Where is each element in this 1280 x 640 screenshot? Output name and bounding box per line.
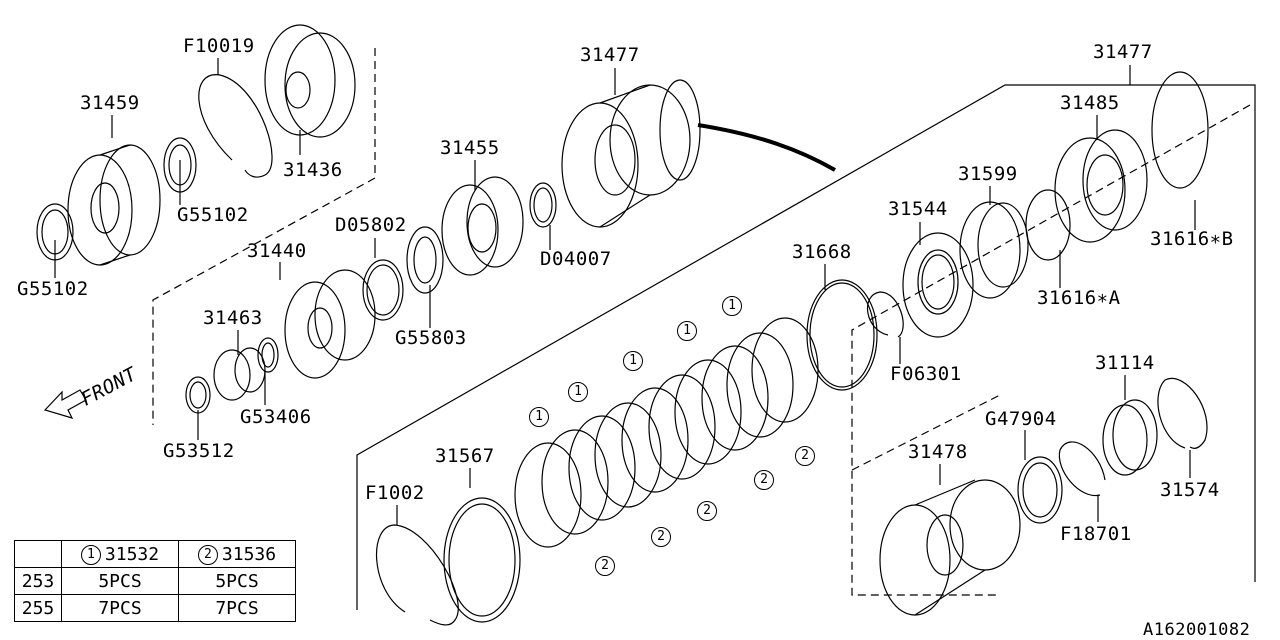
part-31544 bbox=[902, 232, 974, 338]
part-g53512 bbox=[185, 376, 211, 414]
part-g55803 bbox=[406, 226, 444, 294]
part-g55102-mid bbox=[163, 137, 197, 193]
part-g53406 bbox=[257, 337, 279, 373]
callout-2: 2 bbox=[754, 470, 774, 490]
part-31436 bbox=[264, 24, 356, 138]
label-d05802: D05802 bbox=[335, 214, 407, 236]
label-31544: 31544 bbox=[888, 198, 948, 220]
label-g47904: G47904 bbox=[985, 408, 1057, 430]
part-d04007 bbox=[529, 182, 557, 228]
part-31440 bbox=[284, 269, 376, 379]
label-31567: 31567 bbox=[435, 445, 495, 467]
callout-1: 1 bbox=[529, 407, 549, 427]
label-31440: 31440 bbox=[247, 240, 307, 262]
part-31114 bbox=[1102, 399, 1158, 476]
label-31477: 31477 bbox=[580, 44, 640, 66]
part-g55102-left bbox=[36, 203, 74, 261]
label-31485: 31485 bbox=[1060, 92, 1120, 114]
label-31459: 31459 bbox=[80, 92, 140, 114]
callout-1: 1 bbox=[722, 296, 742, 316]
label-31463: 31463 bbox=[203, 307, 263, 329]
part-f18701 bbox=[1058, 441, 1106, 497]
part-d05802 bbox=[362, 259, 404, 321]
part-31599 bbox=[959, 201, 1029, 299]
group-border-right bbox=[851, 104, 1251, 596]
label-31616b: 31616∗B bbox=[1150, 228, 1234, 250]
front-arrow-icon bbox=[43, 389, 87, 419]
callout-2: 2 bbox=[651, 527, 671, 547]
part-31463 bbox=[213, 347, 266, 401]
qty-cell: 5PCS bbox=[61, 567, 179, 595]
part-31477-top bbox=[561, 79, 701, 228]
row-code: 253 bbox=[14, 567, 62, 595]
part-31455 bbox=[441, 176, 524, 276]
group-border-clutch bbox=[356, 84, 1256, 610]
callout-1: 1 bbox=[623, 351, 643, 371]
label-d04007: D04007 bbox=[540, 248, 612, 270]
label-31668: 31668 bbox=[792, 241, 852, 263]
label-f18701: F18701 bbox=[1060, 523, 1132, 545]
label-31478: 31478 bbox=[908, 441, 968, 463]
label-g55102: G55102 bbox=[17, 278, 89, 300]
label-f1002: F1002 bbox=[365, 482, 425, 504]
callout-2: 2 bbox=[795, 446, 815, 466]
label-31455: 31455 bbox=[440, 137, 500, 159]
part-31459 bbox=[67, 144, 161, 266]
label-f06301: F06301 bbox=[890, 363, 962, 385]
part-31574 bbox=[1157, 377, 1208, 449]
label-g55803: G55803 bbox=[395, 327, 467, 349]
group-border-upper-left bbox=[152, 48, 376, 425]
part-f1002 bbox=[376, 524, 459, 626]
callout-2: 2 bbox=[595, 556, 615, 576]
part-31485 bbox=[1054, 129, 1148, 243]
leader-lines bbox=[54, 58, 1196, 525]
part-31616b bbox=[1151, 71, 1209, 189]
callout-1: 1 bbox=[568, 382, 588, 402]
label-31436: 31436 bbox=[283, 159, 343, 181]
part-31567 bbox=[443, 497, 521, 623]
label-31114: 31114 bbox=[1095, 352, 1155, 374]
row-code: 255 bbox=[14, 594, 62, 622]
callout-2: 2 bbox=[697, 501, 717, 521]
diagram-id: A162001082 bbox=[1143, 620, 1251, 640]
label-31616a: 31616∗A bbox=[1037, 287, 1121, 309]
label-g53406: G53406 bbox=[240, 406, 312, 428]
qty-cell: 7PCS bbox=[61, 594, 179, 622]
part-31616a bbox=[1025, 189, 1071, 261]
qty-cell: 5PCS bbox=[178, 567, 296, 595]
label-31599: 31599 bbox=[958, 163, 1018, 185]
label-31477: 31477 bbox=[1093, 41, 1153, 63]
part-f06301 bbox=[866, 291, 904, 338]
qty-cell: 7PCS bbox=[178, 594, 296, 622]
clutch-plates bbox=[514, 317, 819, 548]
part-f10019 bbox=[198, 74, 273, 178]
table-row: 253 5PCS 5PCS bbox=[14, 567, 296, 595]
callout-1: 1 bbox=[677, 321, 697, 341]
part-g47904 bbox=[1017, 456, 1063, 524]
assembly-arrow bbox=[697, 123, 836, 172]
label-g53512: G53512 bbox=[163, 440, 235, 462]
part-31478 bbox=[879, 479, 1021, 616]
label-g55102: G55102 bbox=[177, 204, 249, 226]
label-f10019: F10019 bbox=[183, 35, 255, 57]
table-row: 255 7PCS 7PCS bbox=[14, 594, 296, 622]
label-31574: 31574 bbox=[1160, 479, 1220, 501]
